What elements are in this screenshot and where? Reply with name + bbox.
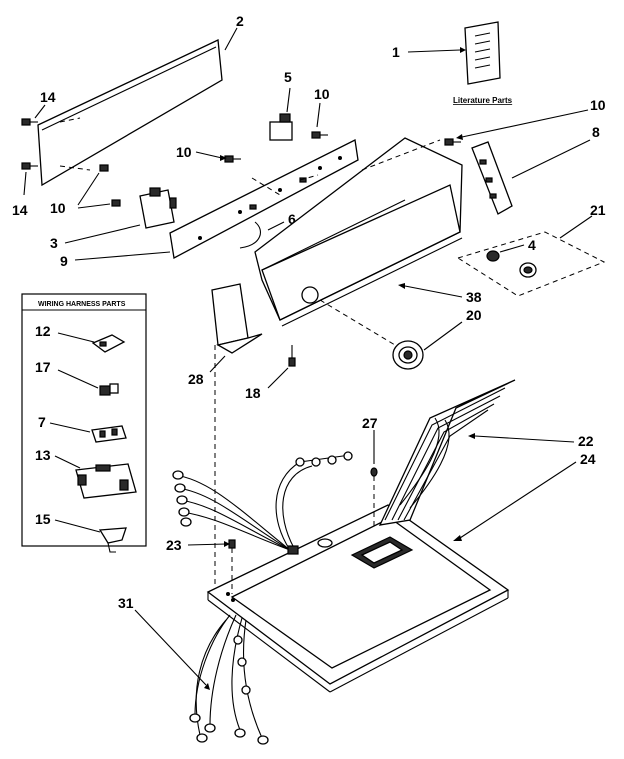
connector-part-17: [99, 383, 119, 396]
callout-8: 8: [592, 124, 600, 140]
end-panel-part-28: [211, 283, 263, 354]
control-panel-bracket-part-9: [169, 139, 359, 260]
screw-part-14-top: [21, 118, 38, 126]
connector-part-7: [91, 425, 127, 443]
screw-part-14-bottom: [21, 162, 38, 170]
wire-harness-part-22: [378, 379, 516, 526]
callout-1: 1: [392, 44, 400, 60]
callout-7: 7: [38, 414, 46, 430]
callout-38: 38: [466, 289, 482, 305]
console-part-38: [254, 137, 463, 327]
callout-23: 23: [166, 537, 182, 553]
callout-3: 3: [50, 235, 58, 251]
top-panel-part-24: [206, 504, 510, 693]
switch-part-3: [139, 187, 177, 229]
callout-10-middle: 10: [314, 86, 330, 102]
callout-15: 15: [35, 511, 51, 527]
screw-part-27: [370, 467, 378, 530]
callout-14-top: 14: [40, 89, 56, 105]
dashed-group-part-21: [456, 231, 606, 297]
screw-part-10-left-b: [111, 199, 121, 207]
knob-part-4: [486, 250, 537, 278]
end-cap-part-8: [471, 141, 513, 215]
connector-part-12: [91, 334, 126, 353]
wire-harness-part-31: [189, 614, 269, 745]
screw-part-10-left-a: [99, 164, 109, 172]
callout-18: 18: [245, 385, 261, 401]
callout-24: 24: [580, 451, 596, 467]
callout-20: 20: [466, 307, 482, 323]
screw-part-10-center: [224, 155, 241, 163]
callout-12: 12: [35, 323, 51, 339]
callout-10-right: 10: [590, 97, 606, 113]
literature-part-1: [464, 21, 501, 85]
screw-part-10-right: [444, 138, 461, 146]
callout-28: 28: [188, 371, 204, 387]
wiring-harness-parts-box: WIRING HARNESS PARTS: [21, 293, 147, 547]
callout-10-left: 10: [50, 200, 66, 216]
knob-part-20: [392, 340, 424, 370]
wiring-box-title: WIRING HARNESS PARTS: [38, 301, 126, 308]
terminal-block-part-13: [75, 463, 137, 499]
callout-27: 27: [362, 415, 378, 431]
callout-6: 6: [288, 211, 296, 227]
switch-part-5: [269, 113, 293, 141]
clip-part-15: [98, 527, 127, 553]
callout-14-bottom: 14: [12, 202, 28, 218]
callout-21: 21: [590, 202, 606, 218]
callout-2: 2: [236, 13, 244, 29]
callout-22: 22: [578, 433, 594, 449]
rear-panel-part-2: [37, 39, 223, 187]
callout-17: 17: [35, 359, 51, 375]
wire-part-6: [239, 221, 261, 249]
callout-9: 9: [60, 253, 68, 269]
callout-5: 5: [284, 69, 292, 85]
literature-parts-label: Literature Parts: [453, 96, 513, 105]
callout-10-center: 10: [176, 144, 192, 160]
callout-4: 4: [528, 237, 536, 253]
screw-part-10-middle: [311, 131, 328, 139]
callout-13: 13: [35, 447, 51, 463]
callout-31: 31: [118, 595, 134, 611]
screw-part-18: [288, 345, 296, 367]
harness-wires-left: [172, 451, 353, 555]
